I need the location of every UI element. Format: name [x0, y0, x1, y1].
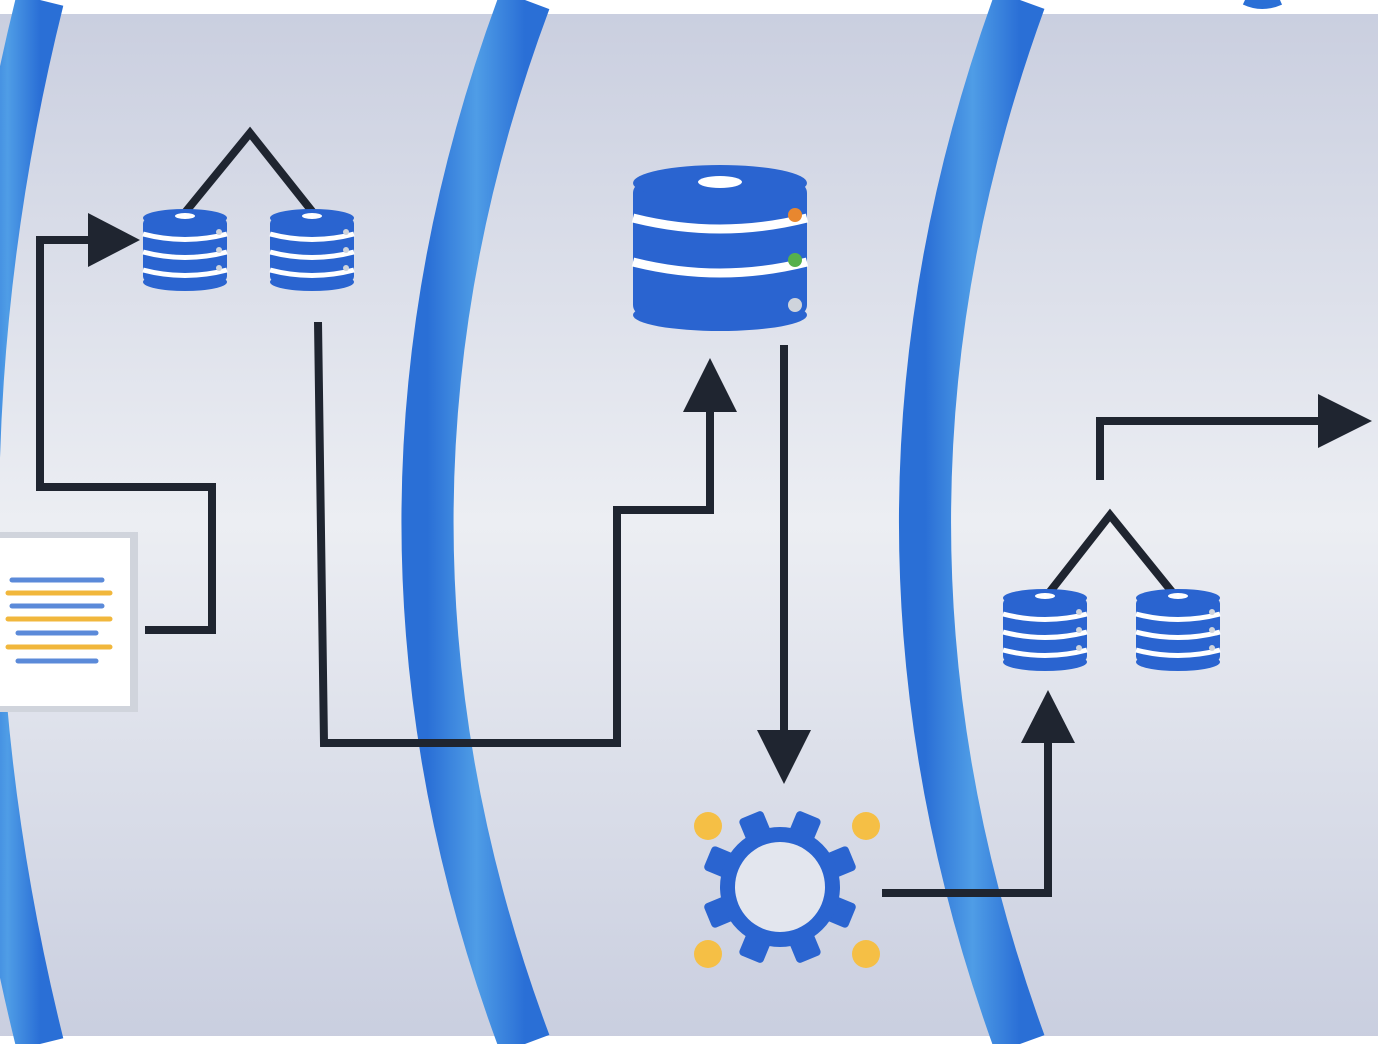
- arrowhead-up-into-right-db-pair: [1021, 690, 1075, 743]
- connector-gear-to-db-pair: [882, 735, 1052, 897]
- arrowhead-down-into-gear: [757, 730, 811, 784]
- gear-dot-top-left: [694, 812, 722, 840]
- curved-band-top-right-fragment: [1242, 0, 1283, 9]
- led-green: [788, 253, 802, 267]
- connector-output: [1096, 417, 1325, 480]
- gear-dot-top-right: [852, 812, 880, 840]
- document-icon: [0, 532, 138, 712]
- bottom-white-strip: [0, 1036, 1378, 1044]
- connector-tree-left: [179, 126, 319, 218]
- database-icon: [1136, 589, 1220, 671]
- led-gray: [788, 298, 802, 312]
- curved-band-left: [0, 0, 64, 1044]
- database-icon: [270, 209, 354, 291]
- database-icon: [143, 209, 227, 291]
- gear-dot-bottom-left: [694, 940, 722, 968]
- gear-dot-bottom-right: [852, 940, 880, 968]
- database-icon: [1003, 589, 1087, 671]
- connector-tree-right: [1041, 508, 1181, 601]
- curved-band-middle: [401, 0, 550, 1044]
- connectors: [36, 126, 1325, 897]
- top-white-strip: [0, 0, 1378, 14]
- led-orange: [788, 208, 802, 222]
- arrowhead-up-into-large-db: [683, 358, 737, 412]
- gear-icon: [694, 811, 880, 968]
- connector-document-to-db-pair: [36, 236, 216, 634]
- connector-db-pair-to-large-db: [314, 321, 714, 747]
- arrowhead-right-into-db-pair: [88, 213, 140, 267]
- arrowheads: [88, 213, 1372, 784]
- large-database-icon: [631, 165, 809, 331]
- arrowhead-output: [1318, 394, 1372, 448]
